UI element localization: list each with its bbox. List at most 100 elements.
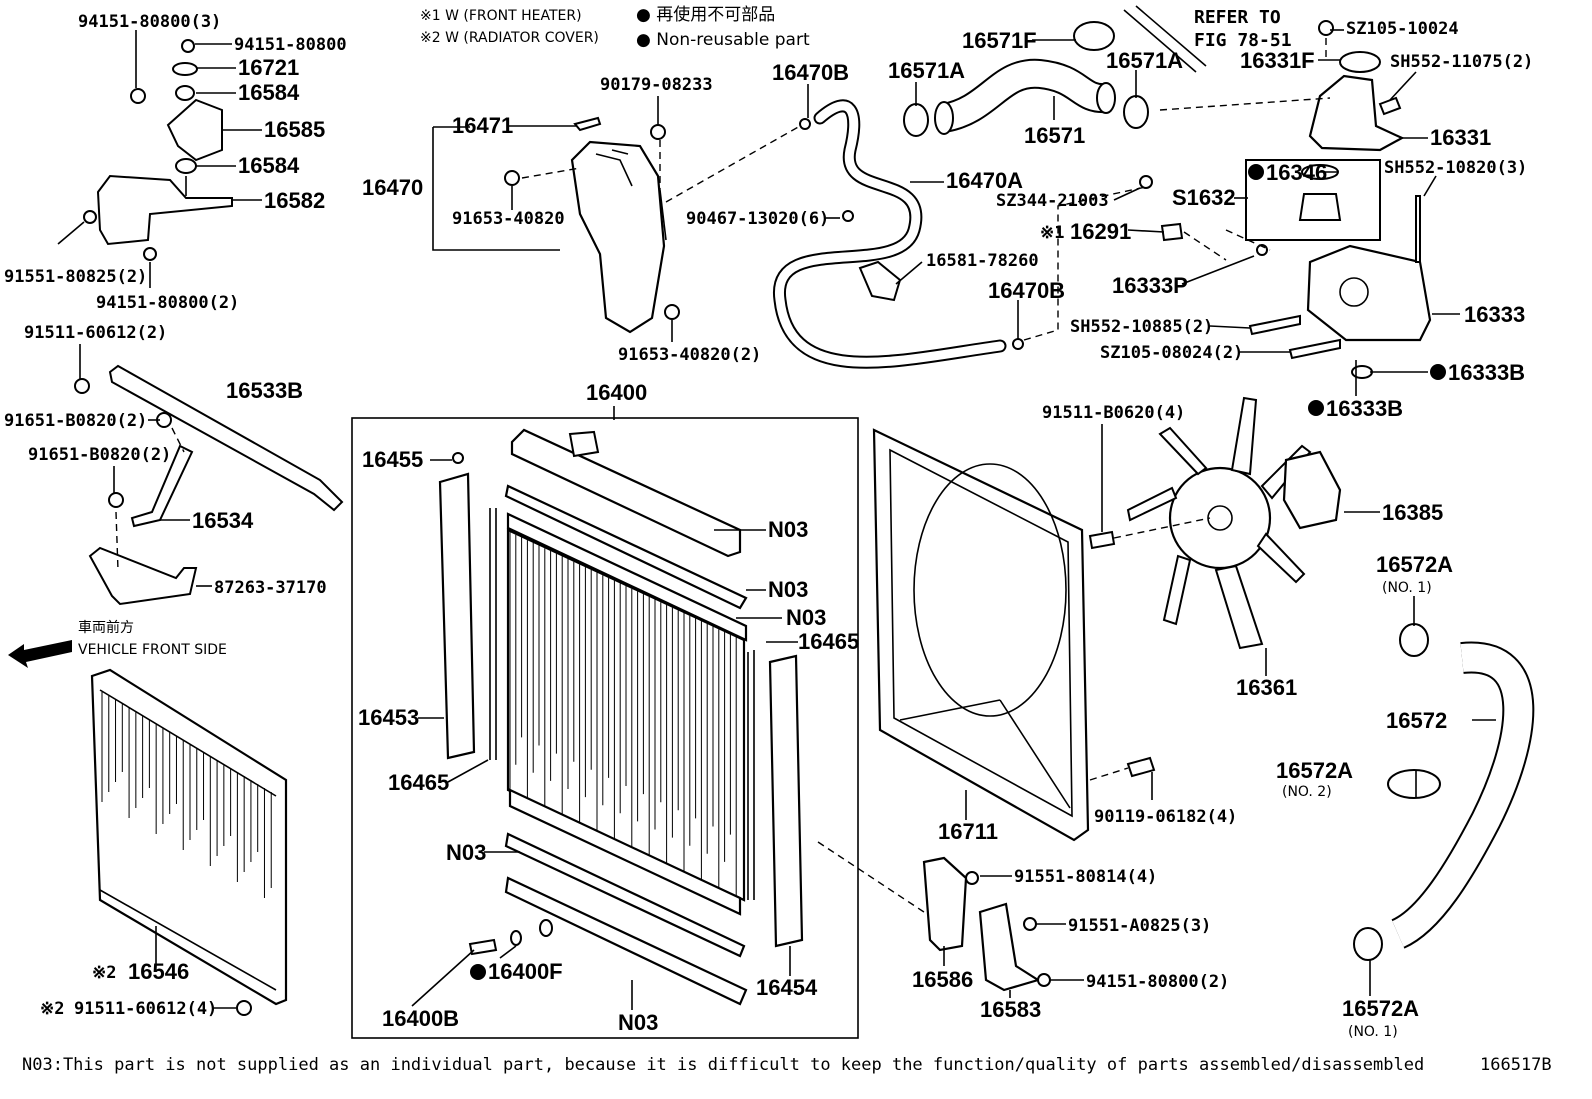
label-g14: 16333B	[1448, 360, 1525, 385]
refer-line1: REFER TO	[1194, 7, 1281, 28]
label-h8: 16465	[388, 770, 449, 795]
label-a5: 16585	[264, 117, 325, 142]
label-j2: 16572	[1386, 708, 1447, 733]
leader-lines	[57, 29, 1496, 1010]
label-h11: 16400B	[382, 1006, 459, 1031]
label-j1: 16572A	[1376, 552, 1453, 577]
footer-note: N03:This part is not supplied as an indi…	[22, 1055, 1424, 1075]
label-d5: 90467-13020(6)	[686, 209, 829, 229]
label-a8: 91551-80825(2)	[4, 267, 147, 287]
vehicle-front-arrow-icon	[8, 640, 72, 668]
label-g3: SH552-11075(2)	[1390, 52, 1533, 72]
nonreusable-dot-icon	[1308, 400, 1324, 416]
label-g11: 16333	[1464, 302, 1525, 327]
bracket-group-drawing	[83, 39, 233, 261]
label-i2: 16385	[1382, 500, 1443, 525]
label-h1: 16400	[586, 380, 647, 405]
label-i7: 91551-A0825(3)	[1068, 916, 1211, 936]
label-c1-prefix: ※2	[92, 963, 116, 983]
label-g9-prefix: ※1	[1040, 223, 1064, 243]
label-d1: 16471	[452, 113, 513, 138]
label-a3: 16721	[238, 55, 299, 80]
label-g7: SZ344-21003	[996, 191, 1109, 211]
cooling-fan-drawing	[1088, 396, 1342, 650]
part-drawings	[8, 5, 1535, 1039]
brace-drawing	[74, 364, 344, 606]
label-c2-prefix: ※2	[40, 999, 64, 1019]
nonreusable-dot-icon	[470, 964, 486, 980]
label-b4: 91651-B0820(2)	[28, 445, 171, 465]
label-g5: 16346	[1266, 160, 1327, 185]
fan-shroud-drawing	[817, 428, 1156, 917]
legend-nonreusable-jp: ● 再使用不可部品	[636, 4, 775, 25]
label-f2: 16571A	[888, 58, 965, 83]
label-c2: 91511-60612(4)	[74, 999, 217, 1019]
label-b3: 91651-B0820(2)	[4, 411, 147, 431]
reservoir-tank-drawing	[432, 116, 801, 334]
label-g8: S1632	[1172, 185, 1236, 210]
label-e4: 16470B	[988, 278, 1065, 303]
label-g9: 16291	[1070, 219, 1131, 244]
label-b5: 16534	[192, 508, 254, 533]
nonreusable-dot-icon	[1248, 164, 1264, 180]
part-labels: ※1 W (FRONT HEATER) ※2 W (RADIATOR COVER…	[4, 4, 1552, 1075]
label-d4: 91653-40820	[452, 209, 565, 229]
label-h13: 16454	[756, 975, 818, 1000]
figure-code: 166517B	[1480, 1055, 1552, 1075]
label-i6: 91551-80814(4)	[1014, 867, 1157, 887]
upper-hose-drawing	[903, 5, 1207, 137]
label-f1: 16571F	[962, 28, 1037, 53]
label-i1: 91511-B0620(4)	[1042, 403, 1185, 423]
label-h7: 16453	[358, 705, 419, 730]
label-g10: 16333P	[1112, 273, 1188, 298]
label-g12: SH552-10885(2)	[1070, 317, 1213, 337]
label-d2: 90179-08233	[600, 75, 713, 95]
label-g4: 16331	[1430, 125, 1491, 150]
vehicle-front-jp: 車両前方	[78, 619, 134, 636]
label-j1-sub: (NO. 1)	[1382, 580, 1432, 596]
label-i8: 16586	[912, 967, 973, 992]
label-h2: 16455	[362, 447, 423, 472]
label-a4: 16584	[238, 80, 300, 105]
label-c1: 16546	[128, 959, 189, 984]
label-a7: 16582	[264, 188, 325, 213]
label-f4: 16571	[1024, 123, 1085, 148]
label-g15: 16333B	[1326, 396, 1403, 421]
label-b1: 91511-60612(2)	[24, 323, 167, 343]
label-h10: 16400F	[488, 959, 563, 984]
label-h9: N03	[446, 840, 486, 865]
refer-line2: FIG 78-51	[1194, 30, 1292, 51]
label-a9: 94151-80800(2)	[96, 293, 239, 313]
label-j4: 16572A	[1342, 996, 1419, 1021]
water-outlet-drawing	[1139, 20, 1432, 379]
shroud-brackets-drawing	[922, 856, 1051, 992]
label-b6: 87263-37170	[214, 578, 327, 598]
label-i5: 90119-06182(4)	[1094, 807, 1237, 827]
radiator-cover-drawing	[90, 668, 288, 1016]
label-j4-sub: (NO. 1)	[1348, 1024, 1398, 1040]
legend-note2: ※2 W (RADIATOR COVER)	[420, 30, 599, 46]
label-i10: 16583	[980, 997, 1041, 1022]
radiator-core-drawing	[351, 417, 859, 1039]
label-d3: 16470	[362, 175, 423, 200]
legend-nonreusable-en: ● Non-reusable part	[636, 30, 810, 50]
label-g13: SZ105-08024(2)	[1100, 343, 1243, 363]
label-h12: N03	[618, 1010, 658, 1035]
vehicle-front-en: VEHICLE FRONT SIDE	[78, 642, 227, 658]
label-f3: 16571A	[1106, 48, 1183, 73]
label-i9: 94151-80800(2)	[1086, 972, 1229, 992]
label-a1: 94151-80800(3)	[78, 12, 221, 32]
label-g6: SH552-10820(3)	[1384, 158, 1527, 178]
label-a6: 16584	[238, 153, 300, 178]
label-e1: 16470B	[772, 60, 849, 85]
label-g1: SZ105-10024	[1346, 19, 1459, 39]
label-h3: N03	[768, 517, 808, 542]
label-d6: 91653-40820(2)	[618, 345, 761, 365]
label-h6: 16465	[798, 629, 859, 654]
label-e3: 16581-78260	[926, 251, 1039, 271]
label-b2: 16533B	[226, 378, 303, 403]
legend-note1: ※1 W (FRONT HEATER)	[420, 8, 582, 24]
label-j3: 16572A	[1276, 758, 1353, 783]
label-e2: 16470A	[946, 168, 1023, 193]
